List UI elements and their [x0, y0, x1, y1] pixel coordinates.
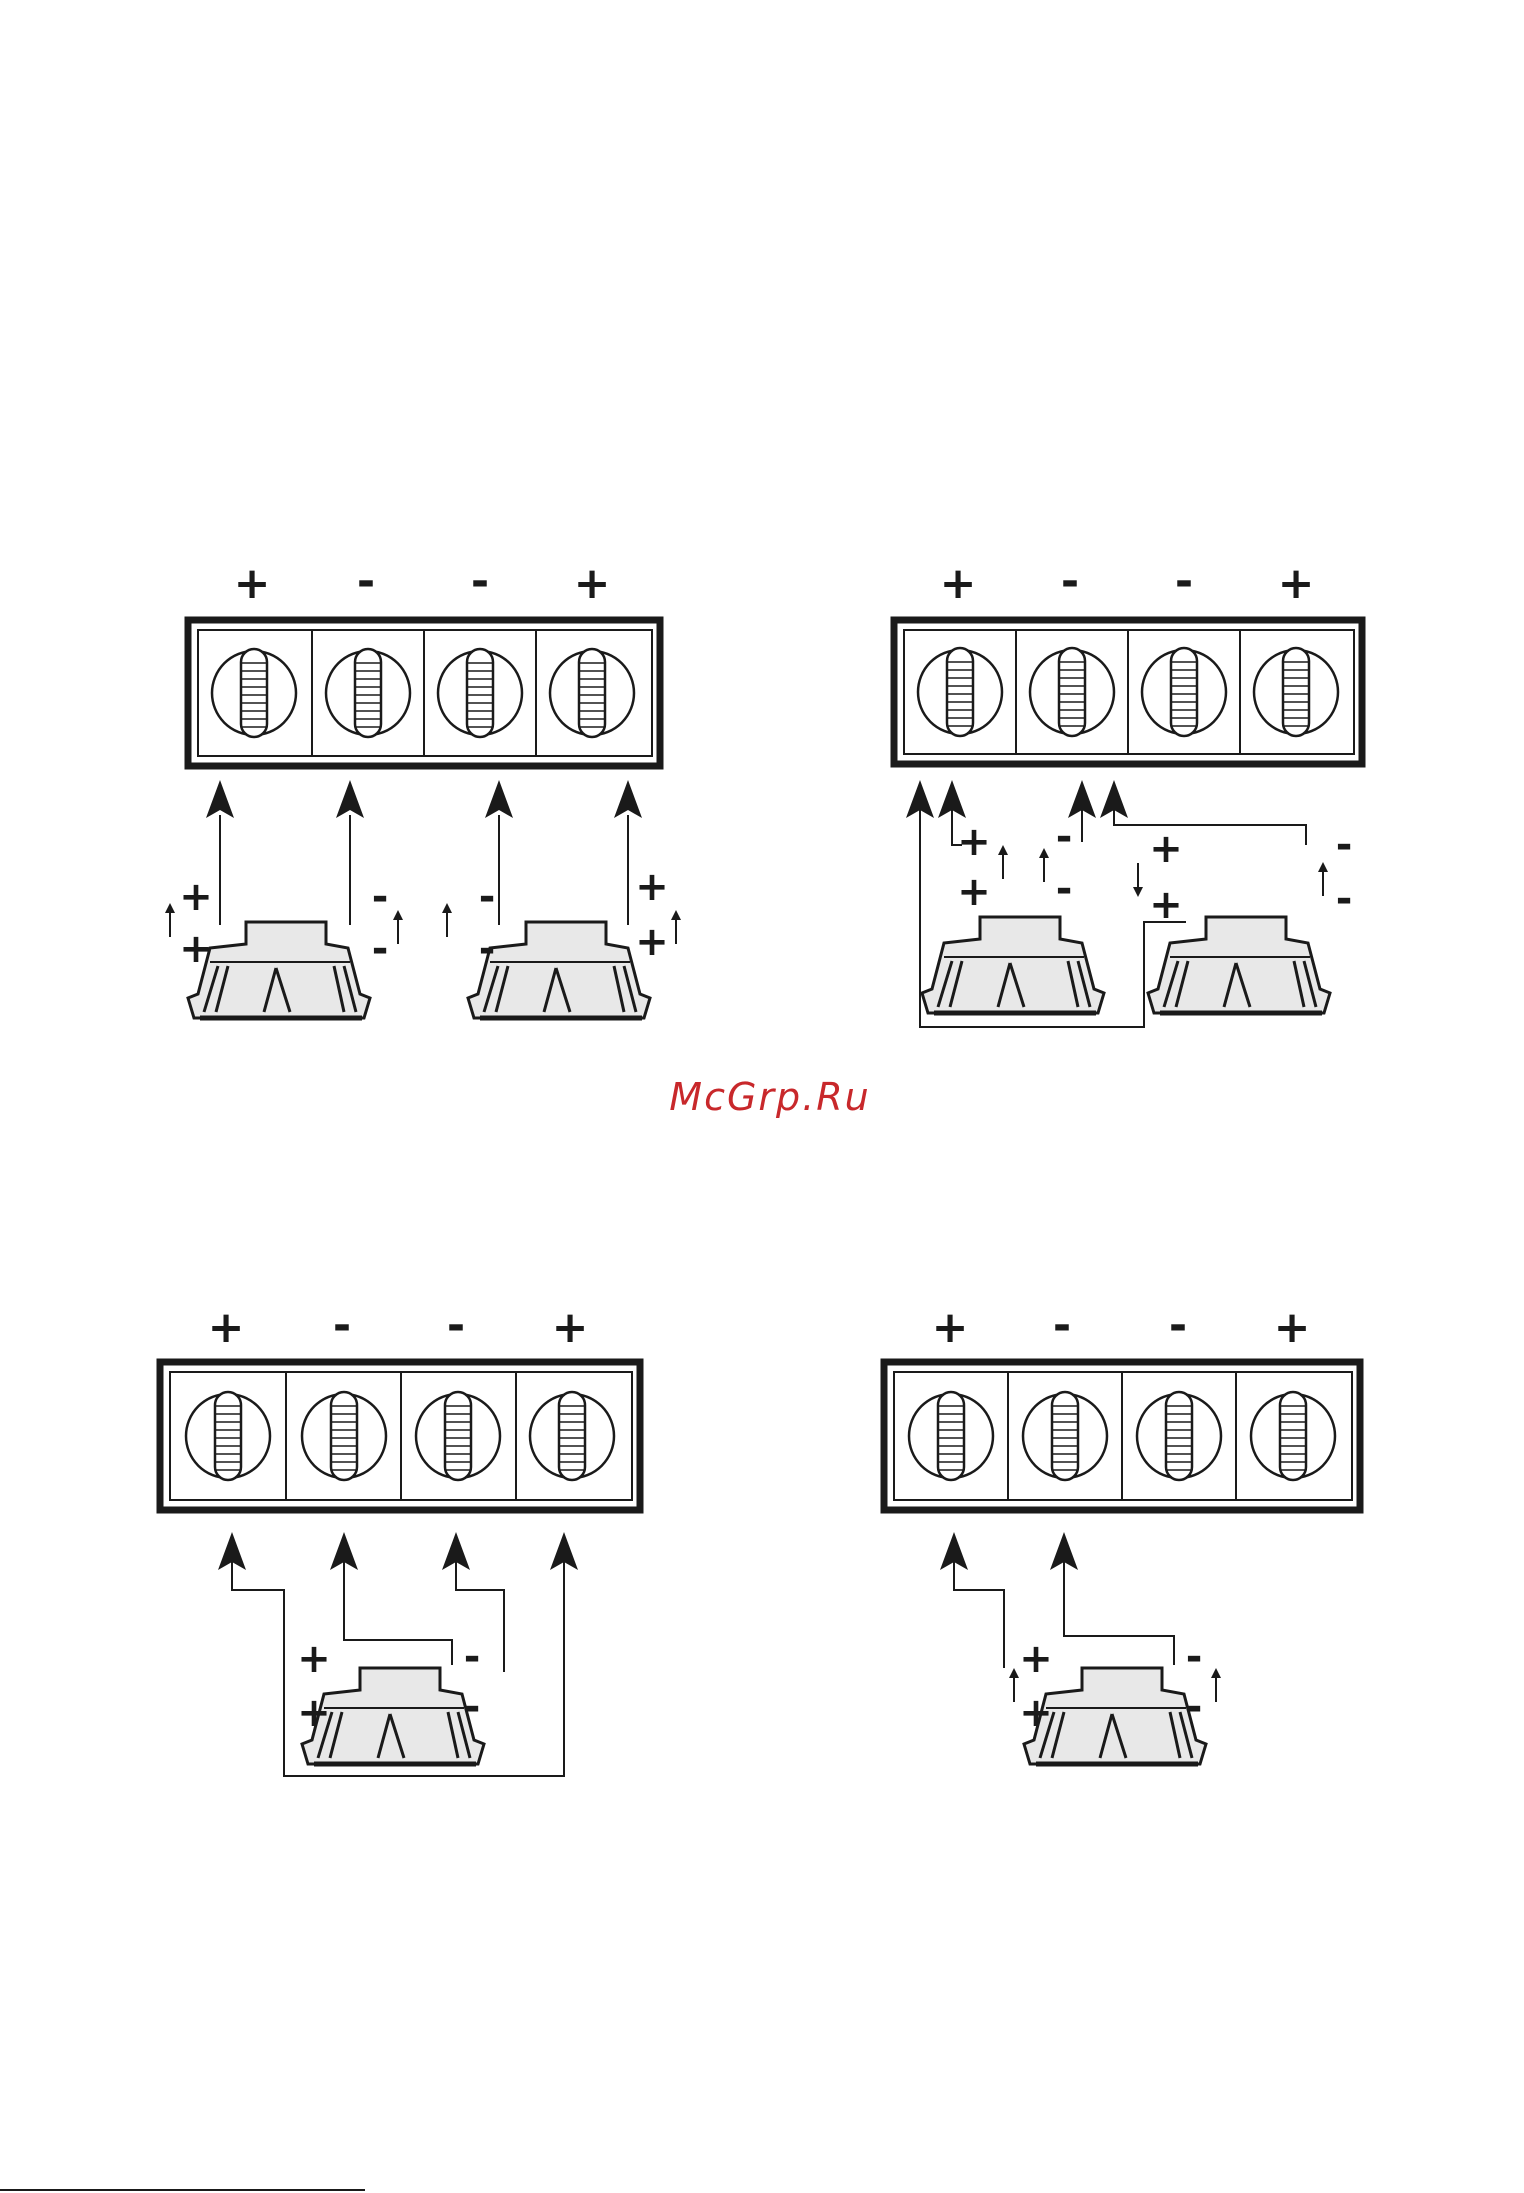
polarity-arrow-icon: [1318, 862, 1328, 896]
screw-terminal: [186, 1392, 270, 1480]
polarity-sign: +: [297, 1636, 331, 1682]
terminal-label: +: [1278, 558, 1315, 609]
screw-terminal: [212, 649, 296, 737]
terminal-label: -: [357, 556, 375, 607]
terminal-block: [894, 620, 1362, 764]
terminal-label: +: [552, 1302, 589, 1353]
polarity-sign: -: [479, 874, 496, 920]
terminal-label: +: [574, 558, 611, 609]
polarity-sign: -: [372, 926, 389, 972]
wires: [220, 815, 628, 925]
polarity-sign: -: [372, 874, 389, 920]
polarity-sign: +: [179, 874, 213, 920]
terminal-label: +: [234, 558, 271, 609]
terminal-block: [188, 620, 660, 766]
polarity-sign: +: [1149, 826, 1183, 872]
screw-terminal: [1254, 648, 1338, 736]
polarity-sign: +: [1019, 1636, 1053, 1682]
polarity-sign: -: [1056, 814, 1073, 860]
terminal-label: +: [940, 558, 977, 609]
arrow-icon: [336, 780, 364, 818]
polarity-sign: -: [464, 1684, 481, 1730]
polarity-arrow-icon: [442, 903, 452, 937]
polarity-sign: -: [464, 1634, 481, 1680]
terminal-block: [160, 1362, 640, 1510]
terminal-label: -: [333, 1300, 351, 1351]
terminal-label: +: [1274, 1302, 1311, 1353]
terminal-label: -: [447, 1300, 465, 1351]
terminal-block: [884, 1362, 1360, 1510]
terminal-label-row: + - - +: [208, 1300, 589, 1353]
polarity-marks: + + - - + + - -: [957, 814, 1352, 928]
screw-terminal: [416, 1392, 500, 1480]
terminal-label: -: [1175, 556, 1193, 607]
polarity-sign: +: [635, 919, 669, 965]
polarity-sign: -: [479, 926, 496, 972]
diagram-single-channel-one-speaker: + - - + + + - -: [884, 1300, 1360, 1764]
terminal-label-row: + - - +: [932, 1300, 1311, 1353]
terminal-label: -: [1053, 1300, 1071, 1351]
polarity-arrow-icon: [998, 845, 1008, 879]
polarity-arrow-icon: [165, 903, 175, 937]
polarity-sign: +: [1019, 1690, 1053, 1736]
screw-terminal: [326, 649, 410, 737]
polarity-sign: -: [1056, 866, 1073, 912]
polarity-sign: +: [957, 869, 991, 915]
terminal-label: -: [1061, 556, 1079, 607]
screw-terminal: [530, 1392, 614, 1480]
terminal-label: +: [932, 1302, 969, 1353]
screw-terminal: [909, 1392, 993, 1480]
screw-terminal: [302, 1392, 386, 1480]
terminal-label: -: [1169, 1300, 1187, 1351]
screw-terminal: [1030, 648, 1114, 736]
terminal-label: -: [471, 556, 489, 607]
screw-terminal: [918, 648, 1002, 736]
speaker-icon: [922, 917, 1104, 1013]
diagram-stereo-two-speakers: + - - + + + -: [165, 556, 681, 1018]
watermark-text: McGrp.Ru: [669, 1075, 870, 1119]
screw-terminal: [1142, 648, 1226, 736]
polarity-sign: +: [957, 819, 991, 865]
polarity-arrow-icon: [671, 910, 681, 944]
polarity-sign: +: [1149, 882, 1183, 928]
arrow-icon: [485, 780, 513, 818]
terminal-label: +: [208, 1302, 245, 1353]
polarity-arrow-icon: [1009, 1668, 1019, 1702]
screw-terminal: [1251, 1392, 1335, 1480]
polarity-arrow-icon: [1133, 863, 1143, 897]
polarity-sign: -: [1186, 1684, 1203, 1730]
screw-terminal: [438, 649, 522, 737]
arrow-icon: [614, 780, 642, 818]
speaker-icon: [188, 922, 370, 1018]
arrow-icon: [206, 780, 234, 818]
polarity-sign: -: [1336, 876, 1353, 922]
polarity-arrow-icon: [1039, 848, 1049, 882]
polarity-arrow-icon: [393, 910, 403, 944]
wires: [954, 1560, 1174, 1668]
polarity-sign: -: [1336, 822, 1353, 868]
diagram-parallel-two-speakers: + - - + + + -: [894, 556, 1362, 1027]
polarity-sign: +: [179, 926, 213, 972]
screw-terminal: [1137, 1392, 1221, 1480]
polarity-sign: +: [297, 1690, 331, 1736]
screw-terminal: [550, 649, 634, 737]
terminal-label-row: + - - +: [940, 556, 1315, 609]
terminal-label-row: + - - +: [234, 556, 611, 609]
polarity-arrow-icon: [1211, 1668, 1221, 1702]
screw-terminal: [1023, 1392, 1107, 1480]
speaker-icon: [1148, 917, 1330, 1013]
diagram-bridged-one-speaker: + - - + + + - -: [160, 1300, 640, 1776]
polarity-sign: -: [1186, 1634, 1203, 1680]
polarity-sign: +: [635, 864, 669, 910]
